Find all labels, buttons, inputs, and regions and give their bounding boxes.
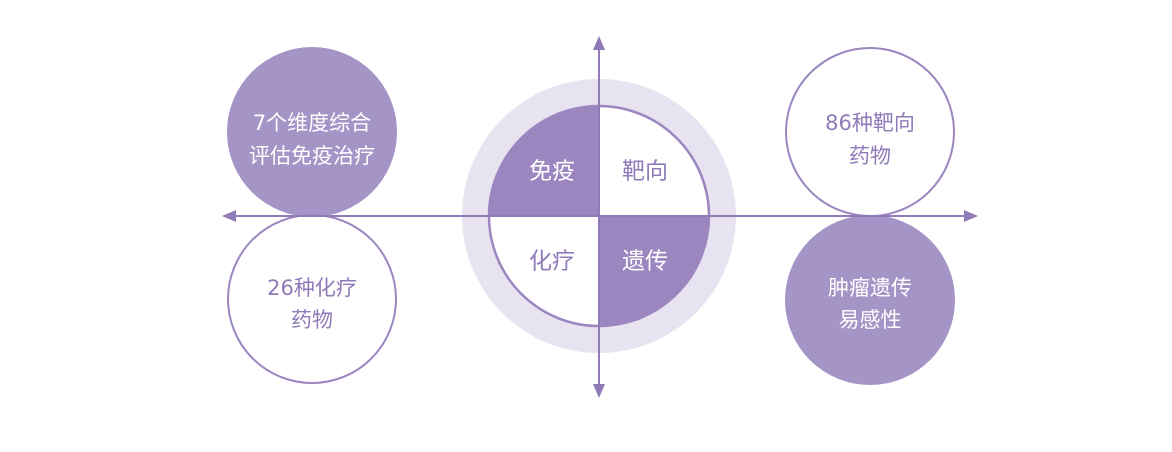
arrow-up-icon bbox=[593, 36, 605, 50]
quadrant-label-targeted: 靶向 bbox=[622, 159, 668, 185]
quadrant-label-immunity: 免疫 bbox=[529, 159, 575, 185]
quadrant-label-genetic: 遗传 bbox=[622, 249, 668, 275]
circle-top-left-line1: 7个维度综合 bbox=[253, 111, 371, 135]
circle-bottom-right-line2: 易感性 bbox=[839, 308, 902, 332]
circle-bottom-right-line1: 肿瘤遗传 bbox=[828, 276, 912, 300]
quadrant-label-chemotherapy: 化疗 bbox=[529, 249, 575, 275]
arrow-down-icon bbox=[593, 384, 605, 398]
arrow-right-icon bbox=[964, 210, 978, 222]
circle-bottom-left-line1: 26种化疗 bbox=[267, 276, 357, 300]
arrow-left-icon bbox=[222, 210, 236, 222]
circle-top-left-line2: 评估免疫治疗 bbox=[249, 144, 375, 168]
circle-bottom-left-line2: 药物 bbox=[291, 308, 333, 332]
circle-bottom-right bbox=[785, 215, 955, 385]
circle-top-right-line2: 药物 bbox=[849, 144, 891, 168]
circle-top-left bbox=[227, 47, 397, 217]
circle-top-right-line1: 86种靶向 bbox=[825, 111, 915, 135]
